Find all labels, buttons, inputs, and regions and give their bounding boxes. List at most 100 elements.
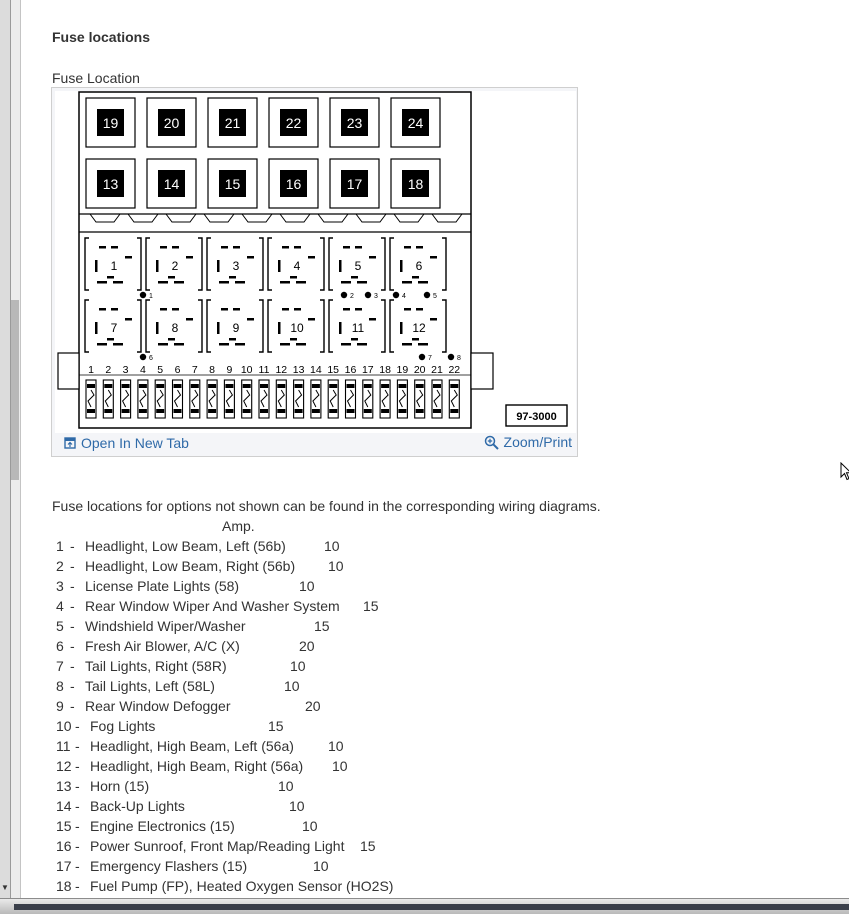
fuse-element (416, 389, 424, 408)
upper-relay-number: 19 (103, 115, 119, 131)
lower-row1-bracket-left (328, 237, 333, 291)
fuse-cap (260, 409, 268, 413)
fuse-cap (104, 409, 113, 413)
location-bullet-number: 3 (374, 293, 378, 300)
location-bullet-number: 1 (149, 293, 153, 300)
lower-row2-contact (341, 343, 351, 346)
middle-relay-block (97, 170, 124, 197)
fuse-separator: - (75, 798, 80, 814)
window-bottom-frame (0, 898, 849, 914)
fuse-separator: - (70, 658, 75, 674)
lower-row1-bracket-right (442, 237, 447, 291)
figure-code-box (505, 404, 568, 427)
fuse-cap (121, 384, 130, 388)
fuse-description: Fog Lights (90, 718, 156, 734)
scroll-down-arrow-icon[interactable]: ▼ (1, 883, 9, 892)
open-in-new-tab-link[interactable]: Open In New Tab (64, 435, 189, 451)
lower-row1-bracket-right (259, 237, 264, 291)
fuse-cap (225, 384, 234, 388)
lower-row2-contact (233, 308, 240, 311)
fuse-amperage: 10 (332, 758, 348, 774)
middle-relay-block (219, 170, 246, 197)
fuse-cap (242, 384, 251, 388)
fuse-cap (87, 384, 95, 388)
fuse-cap (190, 409, 199, 413)
lower-row1-bracket-left (206, 237, 211, 291)
middle-relay-number: 18 (408, 176, 424, 192)
lower-row2-contact (412, 338, 419, 341)
lower-row1-contact (339, 260, 342, 272)
zoom-print-link[interactable]: Zoom/Print (484, 434, 572, 450)
lower-row2-contact (156, 322, 159, 334)
fuse-description: Headlight, High Beam, Right (56a) (90, 758, 304, 774)
fuse-cap (156, 409, 165, 413)
fuse-slot-number: 2 (105, 364, 111, 376)
fuse-description: Fresh Air Blower, A/C (X) (85, 638, 240, 654)
scrollbar-thumb[interactable] (11, 300, 19, 480)
fuse-element (312, 389, 320, 408)
upper-relay-socket (390, 97, 441, 148)
fuse-number: 17 (56, 858, 72, 874)
fuse-cap (415, 409, 424, 413)
fuse-separator: - (75, 778, 80, 794)
fuse-number: 18 (56, 878, 72, 894)
fuse-cap (381, 409, 390, 413)
lower-row2-bracket-left (206, 299, 211, 353)
fuse-slot (310, 379, 322, 419)
fuse-amperage: 20 (305, 698, 321, 714)
fuse-separator: - (75, 878, 80, 894)
lower-row1-contact (355, 246, 362, 249)
fuse-cap (329, 409, 338, 413)
lower-row1-contact (186, 256, 193, 259)
lower-row1-contact (247, 256, 254, 259)
lower-row1-bracket-left (267, 237, 272, 291)
left-scrollbar[interactable] (11, 0, 21, 913)
location-bullet (139, 291, 147, 299)
fuse-slot-number: 13 (293, 364, 305, 376)
lower-row1-contact (113, 281, 123, 284)
fuse-element (398, 389, 407, 408)
lower-row1-contact (278, 260, 281, 272)
location-bullet (340, 291, 348, 299)
lower-row1-relay-number: 3 (233, 259, 240, 273)
fuse-description: Back-Up Lights (90, 798, 185, 814)
lower-row2-contact (125, 318, 132, 321)
lower-row2-contact (294, 308, 301, 311)
fuse-amperage: 10 (328, 558, 344, 574)
lower-row1-contact (219, 281, 229, 284)
fuse-amperage: 10 (299, 578, 315, 594)
lower-row2-relay-number: 9 (233, 321, 240, 335)
fuse-slot-number: 20 (414, 364, 426, 376)
fuse-amperage: 10 (278, 778, 294, 794)
lower-row2-contact (247, 318, 254, 321)
fuse-element (260, 389, 268, 408)
fuse-cap (433, 409, 441, 413)
fuse-cap (294, 384, 303, 388)
lower-row1-contact (290, 276, 297, 279)
fuse-cap (450, 384, 459, 388)
lower-row2-contact (172, 308, 179, 311)
lower-row2-contact (221, 308, 228, 311)
fuse-description: Tail Lights, Right (58R) (85, 658, 227, 674)
lower-row2-contact (158, 343, 168, 346)
fuse-slot (241, 379, 253, 419)
lower-row1-contact (404, 246, 411, 249)
lower-row1-contact (343, 246, 350, 249)
lower-row1-contact (416, 246, 423, 249)
lower-row2-contact (95, 322, 98, 334)
fuse-slot (448, 379, 460, 419)
fuse-cap (173, 384, 182, 388)
lower-row2-relay-number: 12 (412, 321, 426, 335)
location-bullet (392, 291, 400, 299)
divider-notch (355, 213, 387, 223)
fuse-element (121, 389, 130, 408)
fuse-separator: - (70, 698, 75, 714)
fuse-description: Rear Window Wiper And Washer System (85, 598, 340, 614)
lower-row1-contact (233, 246, 240, 249)
fuse-number: 7 (56, 658, 64, 674)
lower-row1-bracket-right (381, 237, 386, 291)
fuse-slot (189, 379, 201, 419)
fuse-slot-number: 22 (448, 364, 460, 376)
fuse-separator: - (70, 558, 75, 574)
middle-relay-number: 14 (164, 176, 180, 192)
